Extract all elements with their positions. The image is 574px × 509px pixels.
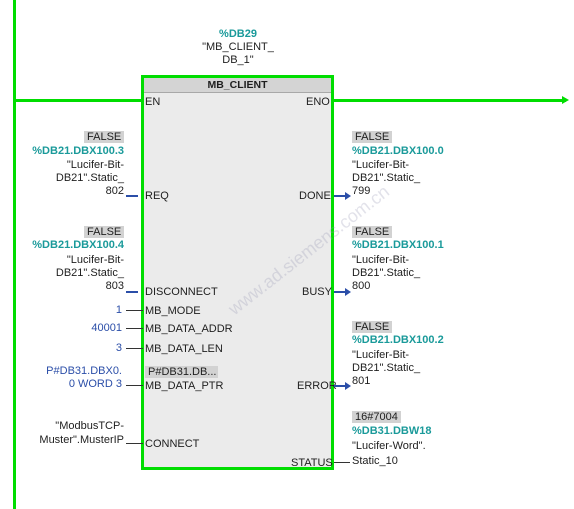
done-symbol-line1[interactable]: "Lucifer-Bit- [352, 159, 410, 171]
pin-busy: BUSY [302, 286, 332, 298]
error-symbol-line3[interactable]: 801 [352, 375, 371, 387]
instance-db-name-line2[interactable]: DB_1" [222, 54, 254, 66]
block-title: MB_CLIENT [144, 78, 331, 93]
done-status: FALSE [352, 131, 393, 143]
disconnect-wire [126, 291, 138, 293]
done-arrow-icon [345, 192, 351, 200]
eno-arrow-icon [562, 96, 569, 104]
status-value: 16#7004 [352, 411, 401, 423]
error-arrow-icon [345, 382, 351, 390]
mb-data-ptr-wire [126, 385, 143, 386]
error-symbol-line2[interactable]: DB21".Static_ [352, 362, 421, 374]
disconnect-symbol-line3[interactable]: 803 [105, 280, 124, 292]
mb-data-len-value[interactable]: 3 [115, 342, 122, 354]
done-wire [334, 195, 346, 197]
mb-data-ptr-value-line2[interactable]: 0 WORD 3 [68, 378, 122, 390]
instance-db-name-line1[interactable]: "MB_CLIENT_ [202, 41, 274, 53]
pin-disconnect: DISCONNECT [145, 286, 218, 298]
pin-eno: ENO [306, 96, 330, 108]
req-status: FALSE [84, 131, 125, 143]
mb-mode-value[interactable]: 1 [115, 304, 122, 316]
req-symbol-line2[interactable]: DB21".Static_ [55, 172, 124, 184]
mb-client-block[interactable]: MB_CLIENT [141, 75, 334, 470]
error-status: FALSE [352, 321, 393, 333]
connect-value-line2[interactable]: Muster".MusterIP [39, 434, 124, 446]
pin-mb-mode: MB_MODE [145, 305, 201, 317]
disconnect-status: FALSE [84, 226, 125, 238]
error-address[interactable]: %DB21.DBX100.2 [352, 334, 444, 346]
status-address[interactable]: %DB31.DBW18 [352, 425, 432, 437]
busy-symbol-line1[interactable]: "Lucifer-Bit- [352, 254, 410, 266]
mb-data-len-wire [126, 348, 143, 349]
disconnect-symbol-line1[interactable]: "Lucifer-Bit- [66, 254, 124, 266]
done-symbol-line3[interactable]: 799 [352, 185, 371, 197]
error-symbol-line1[interactable]: "Lucifer-Bit- [352, 349, 410, 361]
pin-mb-data-addr: MB_DATA_ADDR [145, 323, 233, 335]
pin-en: EN [145, 96, 161, 108]
disconnect-symbol-line2[interactable]: DB21".Static_ [55, 267, 124, 279]
busy-address[interactable]: %DB21.DBX100.1 [352, 239, 444, 251]
mb-data-ptr-value-line1[interactable]: P#DB31.DBX0. [46, 365, 122, 377]
req-wire [126, 195, 138, 197]
connect-wire [126, 443, 143, 444]
pin-mb-data-ptr: MB_DATA_PTR [145, 380, 224, 392]
pin-req: REQ [145, 190, 169, 202]
en-power-wire [13, 99, 143, 102]
done-address[interactable]: %DB21.DBX100.0 [352, 145, 444, 157]
disconnect-address[interactable]: %DB21.DBX100.4 [32, 239, 124, 251]
pin-status: STATUS [291, 457, 333, 469]
status-symbol-line1[interactable]: "Lucifer-Word". [352, 440, 426, 452]
req-address[interactable]: %DB21.DBX100.3 [32, 145, 124, 157]
mb-data-addr-value[interactable]: 40001 [91, 322, 122, 334]
connect-value-line1[interactable]: "ModbusTCP- [55, 420, 124, 432]
mb-data-ptr-inner: P#DB31.DB... [145, 366, 218, 378]
req-symbol-line3[interactable]: 802 [105, 185, 124, 197]
status-wire [334, 462, 350, 463]
pin-mb-data-len: MB_DATA_LEN [145, 343, 223, 355]
busy-arrow-icon [345, 288, 351, 296]
req-symbol-line1[interactable]: "Lucifer-Bit- [66, 159, 124, 171]
eno-power-wire [332, 99, 566, 102]
busy-wire [334, 291, 346, 293]
done-symbol-line2[interactable]: DB21".Static_ [352, 172, 421, 184]
mb-data-addr-wire [126, 328, 143, 329]
busy-status: FALSE [352, 226, 393, 238]
instance-db-address[interactable]: %DB29 [219, 28, 257, 40]
left-power-rail [13, 0, 16, 509]
pin-connect: CONNECT [145, 438, 200, 450]
mb-mode-wire [126, 310, 143, 311]
pin-done: DONE [299, 190, 331, 202]
error-wire [334, 385, 346, 387]
busy-symbol-line2[interactable]: DB21".Static_ [352, 267, 421, 279]
status-symbol-line2[interactable]: Static_10 [352, 455, 398, 467]
pin-error: ERROR [297, 380, 337, 392]
busy-symbol-line3[interactable]: 800 [352, 280, 371, 292]
